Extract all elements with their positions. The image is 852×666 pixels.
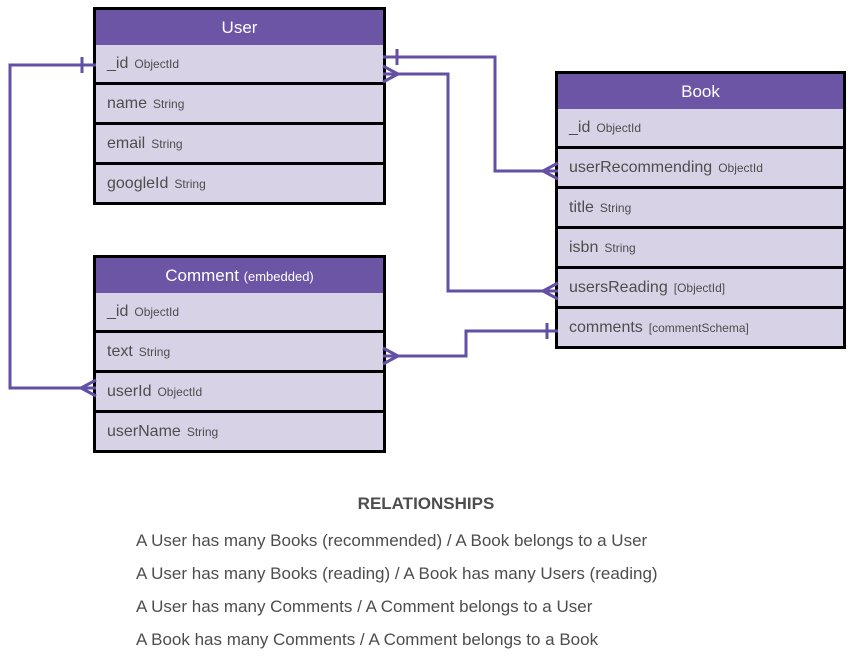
entity-comment-title: Comment (embedded): [96, 258, 383, 293]
entity-comment-field-text: text String: [96, 330, 383, 370]
field-type: ObjectId: [134, 305, 180, 319]
field-type: String: [174, 177, 206, 191]
entity-book-field-userrecommending: userRecommending ObjectId: [558, 146, 843, 186]
field-type: ObjectId: [157, 385, 203, 399]
connector-line: [383, 329, 558, 358]
entity-book-field-id: _id ObjectId: [558, 109, 843, 146]
connector-user-has-comments: [8, 57, 97, 398]
field-name: googleId: [107, 175, 169, 192]
field-name: title: [569, 199, 594, 216]
field-name: _id: [569, 119, 591, 136]
entity-book-field-usersreading: usersReading [ObjectId]: [558, 266, 843, 306]
entity-user-field-name: name String: [96, 82, 383, 122]
connector-users-reading-books: [382, 64, 559, 301]
field-type: [commentSchema]: [648, 321, 749, 335]
field-type: [ObjectId]: [673, 281, 726, 295]
entity-comment-field-username: userName String: [96, 410, 383, 450]
entity-user-field-googleid: googleId String: [96, 162, 383, 202]
field-name: userRecommending: [569, 159, 713, 176]
relationship-line: A User has many Books (recommended) / A …: [136, 531, 648, 550]
connector-line: [383, 55, 558, 173]
entity-comment-field-id: _id ObjectId: [96, 293, 383, 330]
connector-book-has-comments: [382, 323, 558, 366]
field-name: email: [107, 135, 146, 152]
field-type: String: [186, 425, 219, 439]
field-type: String: [138, 345, 171, 359]
entity-book-field-isbn: isbn String: [558, 226, 843, 266]
field-type: ObjectId: [134, 57, 180, 71]
entity-book-field-comments: comments [commentSchema]: [558, 306, 843, 346]
field-type: String: [599, 201, 632, 215]
field-type: ObjectId: [718, 161, 763, 175]
field-name: name: [107, 95, 148, 112]
field-name: _id: [107, 55, 129, 72]
relationship-line: A Book has many Comments / A Comment bel…: [136, 630, 599, 649]
entity-book-title: Book: [558, 74, 843, 109]
relationship-line: A User has many Books (reading) / A Book…: [136, 564, 658, 583]
relationship-line: A User has many Comments / A Comment bel…: [136, 597, 593, 616]
entity-title-text: User: [221, 18, 258, 37]
connector-user-recommends-book: [383, 49, 559, 181]
entity-book-field-title: title String: [558, 186, 843, 226]
field-name: isbn: [569, 239, 599, 256]
entity-comment-field-userid: userId ObjectId: [96, 370, 383, 410]
entity-user-field-email: email String: [96, 122, 383, 162]
relationships-list: A User has many Books (recommended) / A …: [136, 524, 658, 656]
connector-line: [8, 63, 96, 390]
field-name: comments: [569, 319, 643, 336]
relationships-heading: RELATIONSHIPS: [357, 494, 495, 513]
field-name: userId: [107, 383, 152, 400]
field-name: text: [107, 343, 133, 360]
connector-line: [383, 72, 558, 293]
entity-title-suffix: (embedded): [243, 269, 314, 284]
field-name: usersReading: [569, 279, 668, 296]
field-type: String: [604, 241, 636, 255]
field-type: String: [153, 97, 185, 111]
field-name: userName: [107, 423, 181, 440]
field-type: ObjectId: [596, 121, 642, 135]
entity-user-field-id: _id ObjectId: [96, 45, 383, 82]
entity-title-text: Comment: [165, 266, 239, 285]
field-type: String: [151, 137, 183, 151]
field-name: _id: [107, 303, 129, 320]
entity-title-text: Book: [681, 82, 720, 101]
entity-user-title: User: [96, 10, 383, 45]
